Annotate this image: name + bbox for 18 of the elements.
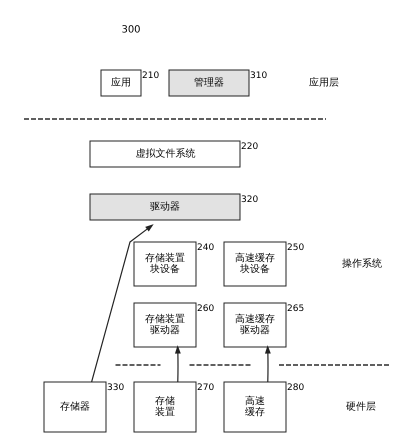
node-label: 210 <box>142 71 160 82</box>
label: 硬件层 <box>346 402 376 412</box>
node-label: 250 <box>287 243 304 254</box>
node-label: 270 <box>197 383 214 394</box>
node-label: 260 <box>197 304 214 314</box>
arrow <box>264 345 271 382</box>
label: 应用层 <box>309 78 339 88</box>
label: 操作系统 <box>342 258 382 270</box>
label: 300 <box>121 24 141 36</box>
node-label: 265 <box>287 304 304 314</box>
arrow <box>91 224 154 382</box>
node-label: 310 <box>250 71 268 82</box>
arrow <box>174 345 181 382</box>
node-label: 320 <box>241 195 258 206</box>
node-label: 240 <box>197 243 214 254</box>
node-label: 280 <box>287 383 304 394</box>
node-label: 330 <box>107 383 124 394</box>
node-label: 220 <box>241 142 258 152</box>
